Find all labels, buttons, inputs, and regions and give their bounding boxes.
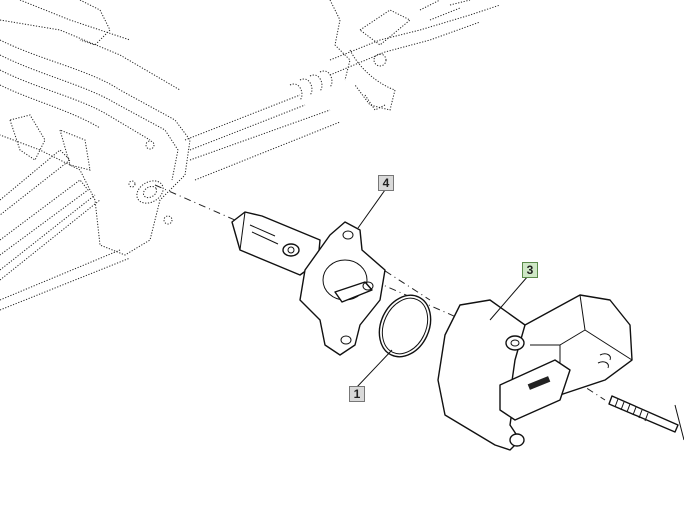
callout-4[interactable]: 4	[378, 175, 394, 191]
callout-1[interactable]: 1	[349, 386, 365, 402]
background-linkage-assembly	[0, 0, 501, 311]
callout-3[interactable]: 3	[522, 262, 538, 278]
part-3-sensor-housing[interactable]	[437, 294, 633, 451]
part-1-o-ring[interactable]	[370, 287, 441, 365]
part-4-shaft-flange[interactable]	[231, 211, 386, 356]
leader-lines	[355, 189, 529, 389]
mounting-screw[interactable]	[608, 395, 684, 441]
